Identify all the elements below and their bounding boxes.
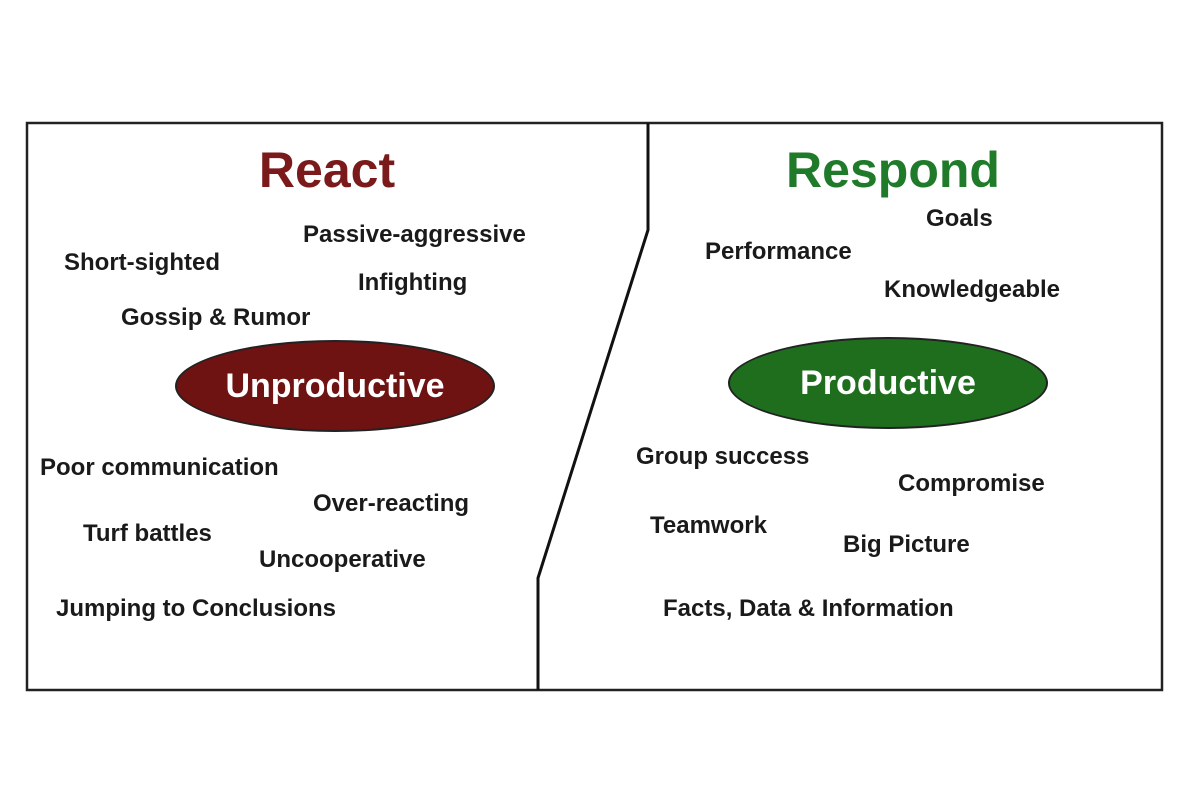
word-performance: Performance <box>705 238 852 265</box>
word-facts-data-information: Facts, Data & Information <box>663 595 954 622</box>
word-over-reacting: Over-reacting <box>313 490 470 517</box>
respond-title: Respond <box>786 142 1000 198</box>
word-passive-aggressive: Passive-aggressive <box>303 221 526 248</box>
word-infighting: Infighting <box>358 269 468 296</box>
divider-line <box>536 123 650 690</box>
unproductive-label: Unproductive <box>225 366 445 405</box>
unproductive-oval: Unproductive <box>175 340 495 432</box>
word-gossip-rumor: Gossip & Rumor <box>121 304 311 331</box>
productive-oval: Productive <box>728 337 1048 429</box>
word-jumping-to-conclusions: Jumping to Conclusions <box>56 595 336 622</box>
word-goals: Goals <box>926 205 993 232</box>
word-short-sighted: Short-sighted <box>64 249 220 276</box>
word-big-picture: Big Picture <box>843 531 970 558</box>
react-title: React <box>258 142 396 198</box>
outer-border <box>25 121 1164 692</box>
word-turf-battles: Turf battles <box>83 520 212 547</box>
word-uncooperative: Uncooperative <box>259 546 426 573</box>
productive-label: Productive <box>800 363 976 402</box>
word-group-success: Group success <box>636 443 810 470</box>
word-compromise: Compromise <box>898 470 1045 497</box>
word-poor-communication: Poor communication <box>40 454 279 481</box>
word-knowledgeable: Knowledgeable <box>884 276 1061 303</box>
word-teamwork: Teamwork <box>650 512 767 539</box>
